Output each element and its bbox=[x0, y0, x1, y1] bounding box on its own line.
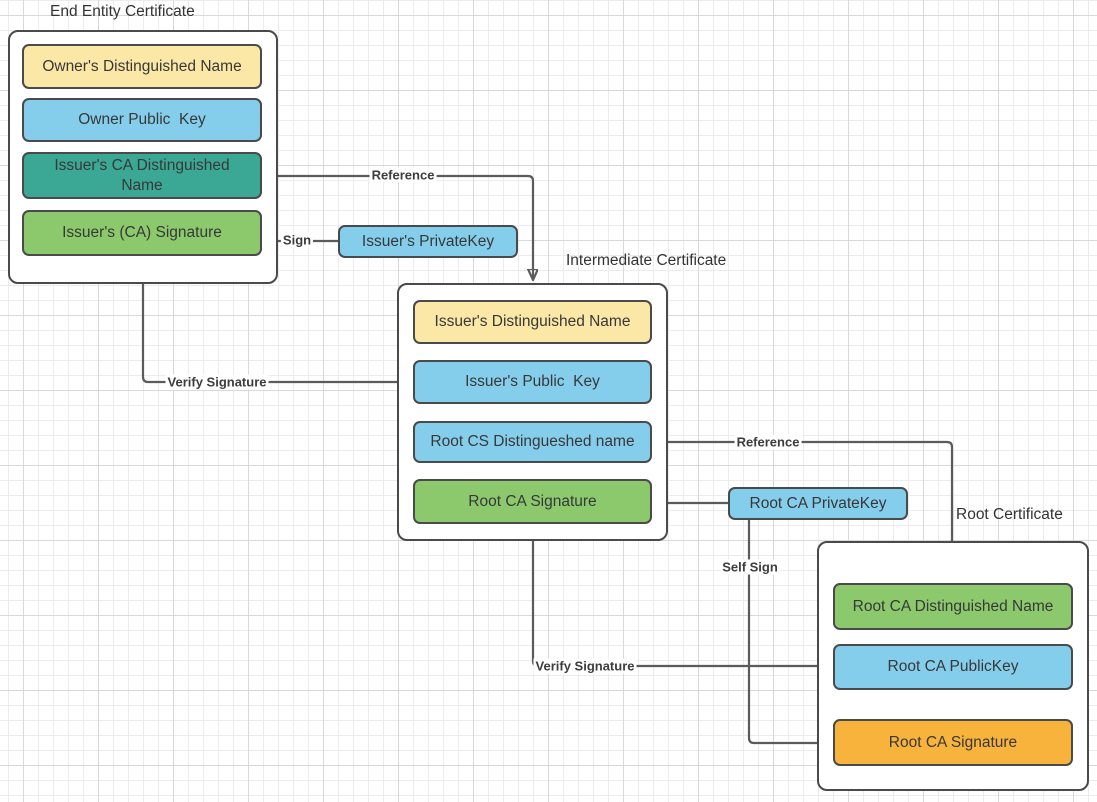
root-certificate-title: Root Certificate bbox=[956, 506, 1063, 523]
root-ca-privatekey-node[interactable]: Root CA PrivateKey bbox=[728, 487, 908, 520]
connector-verify-signature-bottom[interactable] bbox=[533, 529, 833, 668]
connector-reference-top[interactable] bbox=[262, 174, 533, 280]
owner-public-key-node[interactable]: Owner Public Key bbox=[22, 98, 262, 142]
root-ca-publickey-node[interactable]: Root CA PublicKey bbox=[833, 644, 1073, 690]
owner-distinguished-name-node[interactable]: Owner's Distinguished Name bbox=[22, 44, 262, 89]
intermediate-certificate-title: Intermediate Certificate bbox=[566, 252, 727, 269]
edge-label-verify-signature-left: Verify Signature bbox=[165, 374, 269, 390]
root-ca-signature-intermediate-node[interactable]: Root CA Signature bbox=[413, 479, 652, 524]
root-ca-signature-root-node[interactable]: Root CA Signature bbox=[833, 719, 1073, 766]
edge-label-verify-signature-bottom: Verify Signature bbox=[533, 658, 637, 674]
end-entity-certificate-title: End Entity Certificate bbox=[50, 3, 195, 20]
edge-label-reference-top: Reference bbox=[369, 167, 437, 183]
issuer-public-key-node[interactable]: Issuer's Public Key bbox=[413, 360, 652, 404]
issuer-privatekey-node[interactable]: Issuer's PrivateKey bbox=[338, 225, 518, 258]
issuer-distinguished-name-node[interactable]: Issuer's Distinguished Name bbox=[413, 300, 652, 344]
connector-reference-right[interactable] bbox=[652, 440, 952, 581]
issuer-ca-signature-node[interactable]: Issuer's (CA) Signature bbox=[22, 210, 262, 256]
edge-label-reference-right: Reference bbox=[734, 434, 802, 450]
root-ca-distinguished-name-node[interactable]: Root CA Distinguished Name bbox=[833, 583, 1073, 630]
edge-label-sign: Sign bbox=[280, 232, 314, 248]
issuer-ca-distinguished-name-node[interactable]: Issuer's CA Distinguished Name bbox=[22, 152, 262, 199]
edge-label-self-sign: Self Sign bbox=[720, 559, 780, 575]
root-cs-distinguished-name-node[interactable]: Root CS Distingueshed name bbox=[413, 421, 652, 463]
connector-self-sign[interactable] bbox=[747, 519, 828, 743]
connector-verify-signature-left[interactable] bbox=[143, 260, 413, 384]
